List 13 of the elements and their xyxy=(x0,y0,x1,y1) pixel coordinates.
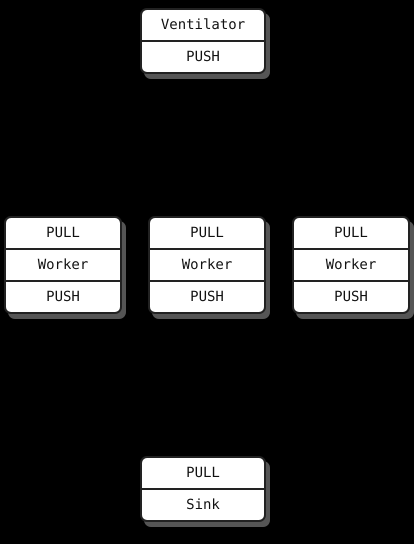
box-row-label: Worker xyxy=(6,248,120,280)
box-row-label: PULL xyxy=(45,224,81,243)
box-row-label: PUSH xyxy=(142,40,264,72)
box-row-label: PUSH xyxy=(6,280,120,312)
box-row-label: PUSH xyxy=(294,280,408,312)
box-row-label: PULL xyxy=(333,224,369,243)
box-row-label: Sink xyxy=(142,488,264,520)
box-row-label: Worker xyxy=(150,248,264,280)
box-row-label: Worker xyxy=(294,248,408,280)
box-row-label: PULL xyxy=(189,224,225,243)
box-row-label: PUSH xyxy=(150,280,264,312)
box-row-label: Ventilator xyxy=(160,16,246,35)
box-row-label: PULL xyxy=(185,464,221,483)
